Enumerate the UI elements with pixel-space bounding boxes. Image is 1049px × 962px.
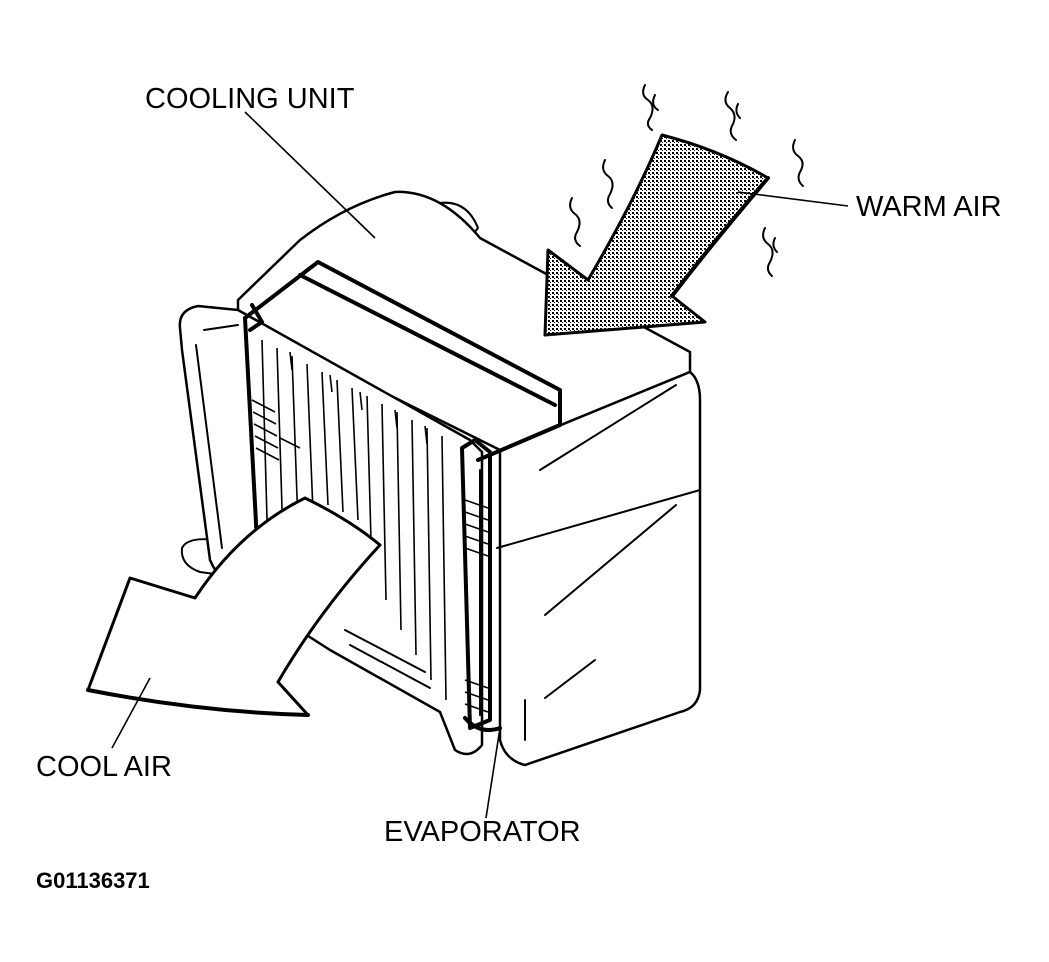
cool-air-leader [111, 677, 151, 749]
warm-air-arrow [543, 133, 770, 337]
cool-air-label: COOL AIR [36, 751, 172, 783]
cooling-unit-leader [244, 111, 376, 239]
warm-air-label: WARM AIR [856, 191, 1002, 223]
evaporator-core [243, 260, 562, 732]
warm-air-leader [737, 191, 849, 207]
evaporator-label: EVAPORATOR [384, 816, 581, 848]
cool-air-arrow [86, 496, 382, 717]
figure-code: G01136371 [36, 868, 150, 893]
evaporator-leader [485, 727, 501, 819]
cooling-unit-label: COOLING UNIT [145, 83, 355, 115]
heat-wave-icon [569, 84, 804, 277]
